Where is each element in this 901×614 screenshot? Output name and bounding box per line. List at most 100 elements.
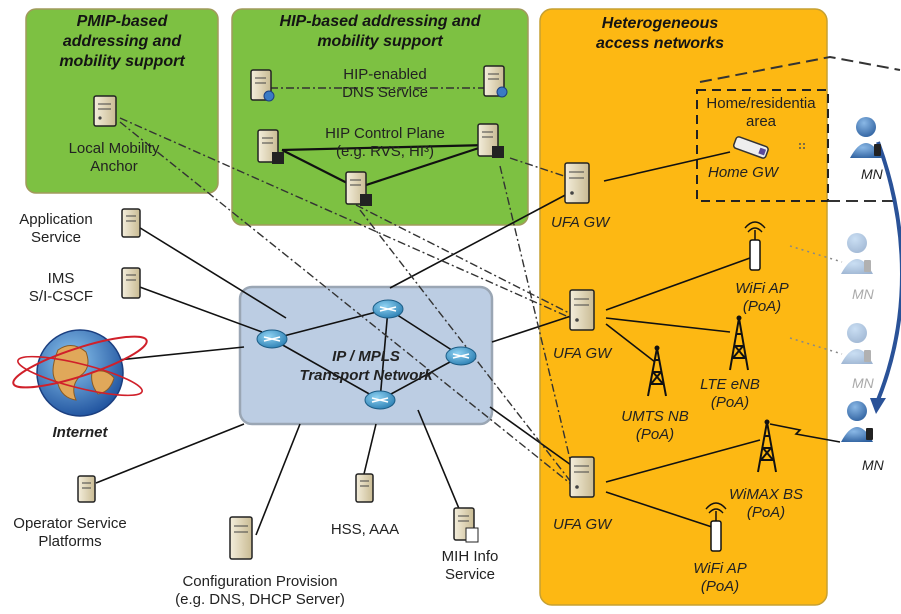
wimax-bs-label: WiMAX BS (PoA) <box>728 486 804 521</box>
lma-label: Local Mobility Anchor <box>68 140 160 175</box>
core-network-box <box>238 285 494 426</box>
link <box>605 323 656 363</box>
link <box>605 491 716 529</box>
hip-region-title: HIP-based addressing and mobility suppor… <box>279 13 481 50</box>
wireless-dots <box>799 143 805 149</box>
ufa-gateway-icon <box>569 289 595 331</box>
home-gateway-icon <box>732 136 769 159</box>
link <box>605 439 761 483</box>
router-icon <box>364 390 396 410</box>
pmip-region-title: PMIP-based addressing and mobility suppo… <box>59 13 185 70</box>
mobile-node-icon <box>850 117 882 158</box>
core-network-label: IP / MPLS Transport Network <box>299 348 433 384</box>
link <box>491 315 572 343</box>
signalling-link <box>359 209 572 483</box>
signalling-link <box>499 165 575 477</box>
wifi-ap-label: WiFi AP (PoA) <box>693 560 747 595</box>
signalling-link <box>119 121 572 485</box>
core-link <box>379 355 462 401</box>
lte-tower-icon <box>729 315 749 371</box>
core-link <box>271 338 381 401</box>
link <box>417 409 461 512</box>
umts-nb-label: UMTS NB (PoA) <box>621 408 689 443</box>
hss-server-icon <box>355 473 374 503</box>
mobile-node-icon <box>841 233 873 274</box>
ims-server-icon <box>121 267 141 299</box>
signalling-link <box>119 117 572 319</box>
lte-enb-label: LTE eNB (PoA) <box>700 376 760 411</box>
link <box>605 317 731 333</box>
link <box>389 191 572 289</box>
rvs-server-icon <box>257 129 284 164</box>
internet-label: Internet <box>52 424 108 441</box>
link <box>363 423 377 475</box>
hip-dns-label: HIP-enabled DNS Service <box>342 66 428 101</box>
link <box>281 143 489 152</box>
hip-region <box>231 8 529 226</box>
home-gw-label: Home GW <box>708 164 779 181</box>
mobile-node-label: MN <box>861 166 883 182</box>
access-region-title: Heterogeneous access networks <box>595 15 725 52</box>
wifi-ap-label: WiFi AP (PoA) <box>735 280 789 315</box>
rvs-server-icon <box>345 171 372 206</box>
link <box>136 225 287 319</box>
home-area-box <box>696 89 829 202</box>
umts-tower-icon <box>647 345 667 397</box>
mobile-node-label: MN <box>862 457 884 473</box>
config-server-icon <box>229 516 253 560</box>
dns-server-icon <box>483 65 508 98</box>
hss-aaa-label: HSS, AAA <box>330 521 400 538</box>
pmip-region <box>25 8 219 194</box>
mobility-arrow-head <box>870 398 886 414</box>
hip-control-label: HIP Control Plane (e.g. RVS, HI³) <box>325 125 445 160</box>
operator-service-label: Operator Service Platforms <box>13 515 127 550</box>
link <box>281 149 358 189</box>
wifi-ap-icon <box>705 502 727 552</box>
link <box>489 406 572 466</box>
mobile-node-icon <box>841 401 873 442</box>
router-icon <box>372 299 404 319</box>
mobile-node-label: MN <box>852 375 874 391</box>
home-area-label: Home/residentia area <box>706 95 816 130</box>
router-icon <box>445 346 477 366</box>
link <box>603 151 731 182</box>
link <box>255 423 301 536</box>
ufa-gw-label: UFA GW <box>553 516 612 533</box>
mobile-node-label: MN <box>852 286 874 302</box>
dns-server-icon <box>250 69 275 102</box>
wireless-link <box>769 423 841 443</box>
application-server-icon <box>121 208 141 238</box>
wifi-ap-icon <box>744 221 766 271</box>
mobility-arrow <box>876 141 901 401</box>
ufa-gateway-icon <box>569 456 595 498</box>
application-service-label: Application Service <box>19 211 93 246</box>
link <box>117 346 245 361</box>
ufa-gw-label: UFA GW <box>551 214 610 231</box>
operator-server-icon <box>77 475 96 503</box>
mobile-node-icon <box>841 323 873 364</box>
home-area-outline <box>699 55 901 83</box>
rvs-server-icon <box>477 123 504 158</box>
core-link <box>271 308 389 340</box>
link <box>95 423 245 484</box>
ufa-gateway-icon <box>564 162 590 204</box>
link <box>136 285 263 333</box>
link <box>605 257 751 311</box>
mih-info-label: MIH Info Service <box>441 548 499 583</box>
ims-label: IMS S/I-CSCF <box>28 270 94 305</box>
wimax-tower-icon <box>757 419 777 473</box>
link <box>356 143 489 190</box>
router-icon <box>256 329 288 349</box>
ufa-gw-label: UFA GW <box>553 345 612 362</box>
config-provision-label: Configuration Provision (e.g. DNS, DHCP … <box>175 573 345 608</box>
signalling-links <box>119 87 575 485</box>
core-link <box>387 308 462 357</box>
mih-server-icon <box>453 507 479 543</box>
signalling-link <box>509 157 571 179</box>
lma-server-icon <box>93 95 117 127</box>
access-networks-region <box>539 8 828 606</box>
network-links <box>95 143 761 536</box>
core-link <box>379 308 389 401</box>
internet-globe-icon <box>12 329 148 417</box>
